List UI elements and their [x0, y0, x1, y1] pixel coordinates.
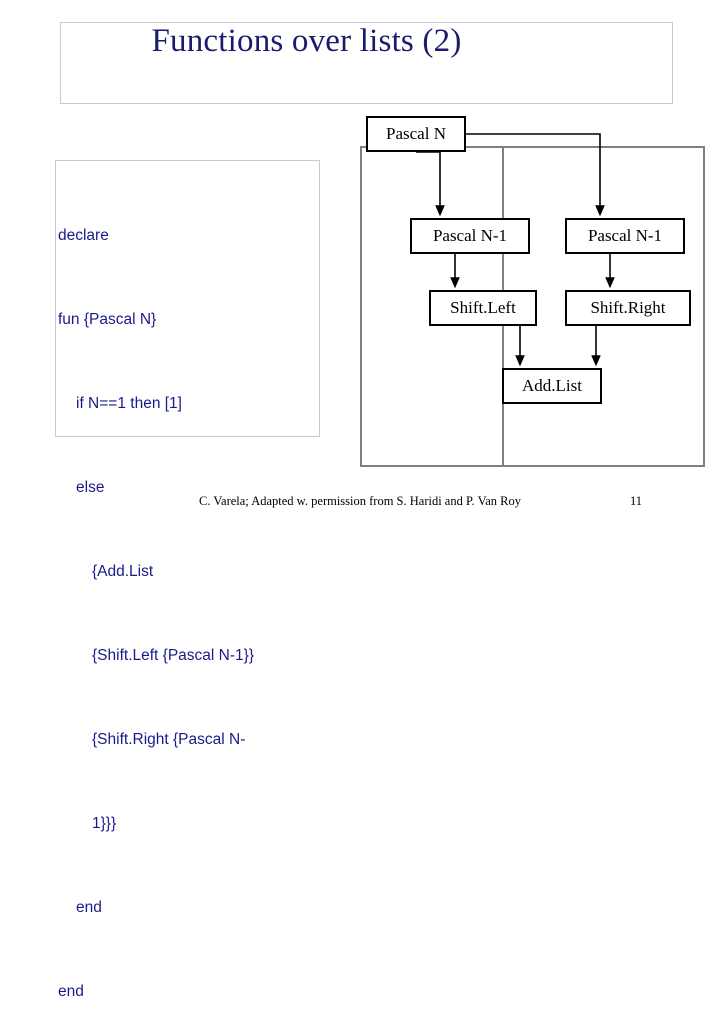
node-pascal-n: Pascal N	[366, 116, 466, 152]
footer-credit: C. Varela; Adapted w. permission from S.…	[199, 494, 521, 508]
footer-page-number: 11	[630, 494, 643, 508]
node-pascal-n-1-left: Pascal N-1	[410, 218, 530, 254]
code-line: if N==1 then [1]	[76, 395, 182, 412]
code-line: {Shift.Left {Pascal N-1}}	[92, 647, 254, 664]
node-add-list: Add.List	[502, 368, 602, 404]
node-shift-right: Shift.Right	[565, 290, 691, 326]
code-line: end	[76, 899, 102, 916]
page-title: Functions over lists (2)	[151, 22, 462, 59]
code-panel	[55, 160, 320, 437]
code-line: {Add.List	[92, 563, 154, 580]
code-line: declare	[58, 227, 109, 244]
code-line: else	[76, 479, 105, 496]
code-line: end	[58, 983, 84, 1000]
node-pascal-n-1-right: Pascal N-1	[565, 218, 685, 254]
code-line: fun {Pascal N}	[58, 311, 157, 328]
code-line: {Shift.Right {Pascal N-	[92, 731, 246, 748]
node-shift-left: Shift.Left	[429, 290, 537, 326]
code-line: 1}}}	[92, 815, 117, 832]
title-box	[60, 22, 673, 104]
code-listing: declare fun {Pascal N} if N==1 then [1] …	[58, 166, 358, 1034]
